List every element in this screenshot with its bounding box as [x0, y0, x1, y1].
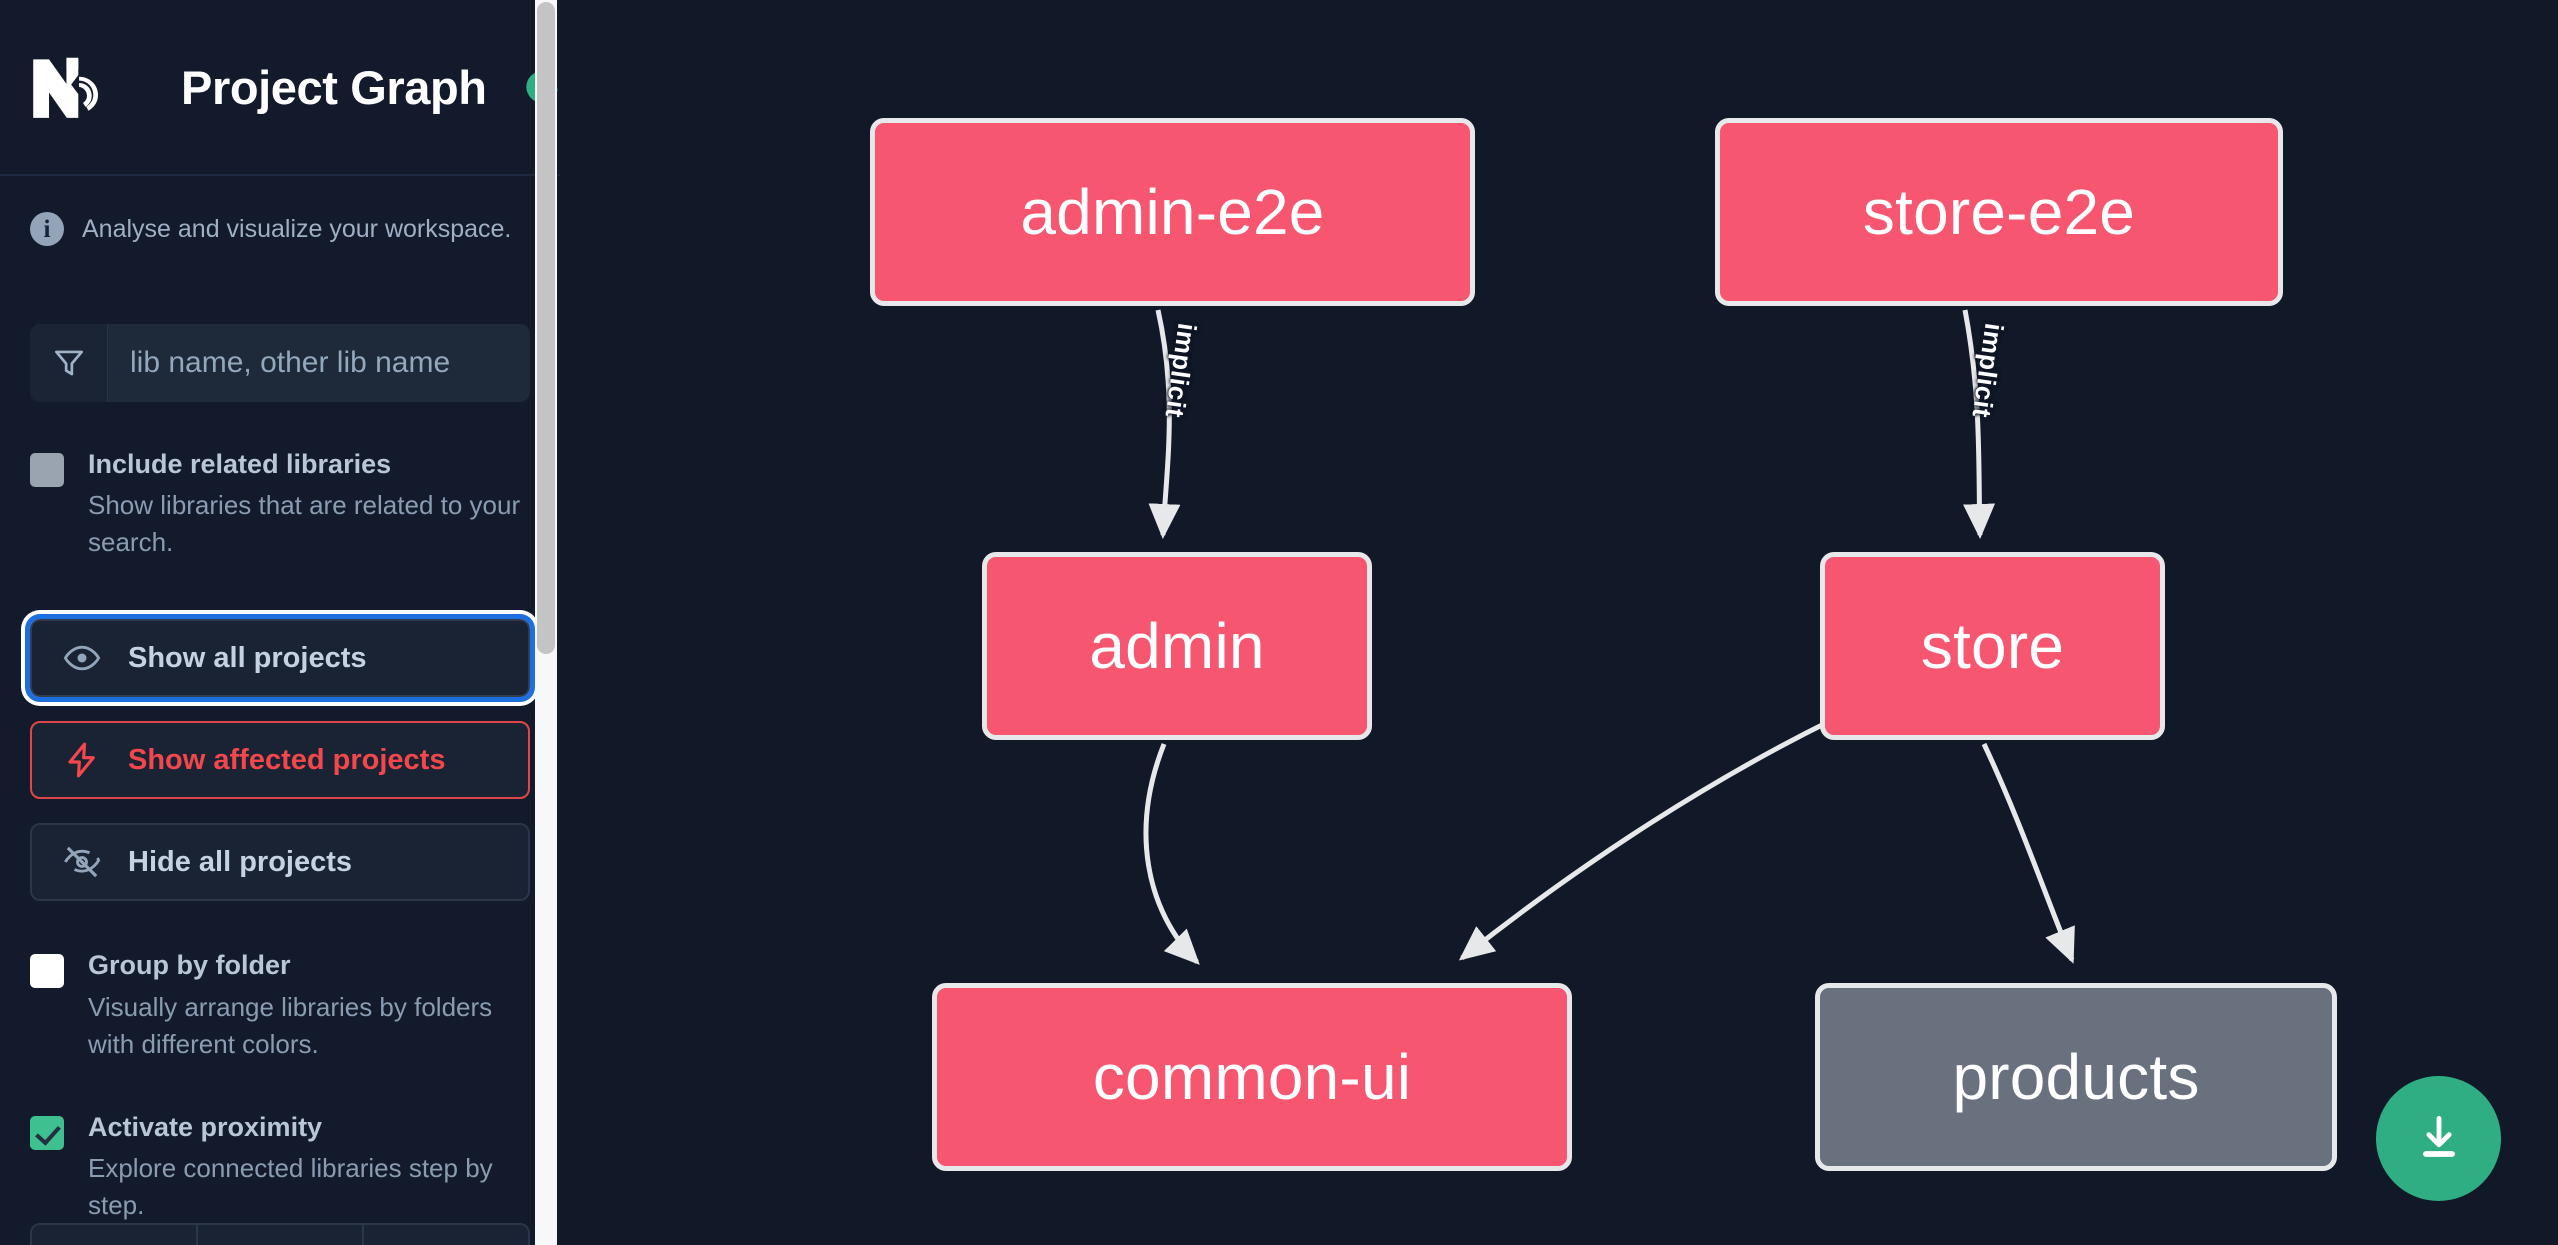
nx-logo — [33, 57, 99, 118]
checkbox-label: Group by folder — [88, 950, 291, 981]
checkbox-description: Show libraries that are related to your … — [88, 490, 521, 558]
checkbox-group-by-folder[interactable]: Group by folder Visually arrange librari… — [30, 947, 530, 1062]
proximity-step-increase[interactable] — [364, 1225, 528, 1245]
download-image-button[interactable] — [2376, 1076, 2501, 1201]
checkbox-activate-proximity[interactable]: Activate proximity Explore connected lib… — [30, 1109, 530, 1224]
node-label: products — [1952, 1041, 2200, 1113]
edge-store-to-products — [1981, 742, 2075, 964]
search-bar — [30, 324, 530, 402]
edge-store-to-common-ui — [1458, 717, 1834, 961]
graph-node-common-ui[interactable]: common-ui — [932, 983, 1572, 1171]
sidebar-scrollbar-thumb[interactable] — [537, 2, 555, 654]
sidebar-scrollbar-track[interactable] — [535, 0, 557, 1245]
page-title: Project Graph — [181, 60, 487, 114]
group-by-folder-checkbox[interactable] — [30, 954, 64, 989]
node-label: store — [1920, 610, 2065, 682]
show-all-projects-button[interactable]: Show all projects — [25, 614, 535, 703]
tagline-text: Analyse and visualize your workspace. — [82, 214, 512, 243]
sidebar-body: i Analyse and visualize your workspace. … — [0, 208, 560, 1224]
include-related-libraries-checkbox[interactable] — [30, 453, 64, 487]
graph-edges — [1143, 309, 2075, 965]
checkbox-label: Activate proximity — [88, 1111, 323, 1142]
activate-proximity-checkbox[interactable] — [30, 1115, 64, 1150]
project-visibility-buttons: Show all projects Show affected projects… — [25, 614, 535, 902]
graph-node-admin[interactable]: admin — [982, 552, 1372, 740]
eye-off-icon — [64, 846, 101, 878]
lightning-icon — [68, 742, 95, 778]
download-icon — [2422, 1115, 2455, 1157]
node-label: admin — [1089, 610, 1265, 682]
node-label: admin-e2e — [1020, 176, 1325, 248]
proximity-step-value[interactable] — [198, 1225, 364, 1245]
checkbox-description: Visually arrange libraries by folders wi… — [88, 991, 493, 1059]
graph-node-store[interactable]: store — [1820, 552, 2165, 740]
edge-admin-e2e-to-admin — [1148, 309, 1181, 539]
edge-admin-to-common-ui — [1143, 743, 1200, 965]
eye-icon — [63, 645, 101, 671]
checkbox-include-related-libraries[interactable]: Include related libraries Show libraries… — [30, 446, 530, 561]
workspace-tagline: i Analyse and visualize your workspace. — [30, 208, 530, 250]
sidebar-header: Project Graph — [0, 0, 560, 176]
show-affected-projects-label: Show affected projects — [128, 743, 446, 776]
edge-store-e2e-to-store — [1962, 309, 1996, 539]
graph-node-products[interactable]: products — [1815, 983, 2337, 1171]
info-icon: i — [30, 212, 64, 246]
node-label: common-ui — [1092, 1041, 1412, 1113]
checkbox-description: Explore connected libraries step by step… — [88, 1152, 493, 1220]
hide-all-projects-button[interactable]: Hide all projects — [30, 823, 530, 902]
proximity-step-decrease[interactable] — [32, 1225, 198, 1245]
graph-canvas[interactable]: admin-e2e store-e2e admin store common-u… — [560, 0, 2558, 1245]
hide-all-projects-label: Hide all projects — [128, 845, 353, 878]
search-input[interactable] — [108, 324, 530, 402]
filter-funnel-icon[interactable] — [30, 324, 108, 402]
node-label: store-e2e — [1862, 176, 2136, 248]
show-affected-projects-button[interactable]: Show affected projects — [30, 721, 530, 800]
checkbox-label: Include related libraries — [88, 449, 392, 479]
show-all-projects-label: Show all projects — [128, 641, 367, 674]
proximity-step-button-group[interactable] — [30, 1223, 530, 1245]
graph-node-store-e2e[interactable]: store-e2e — [1715, 118, 2283, 306]
sidebar: Project Graph i Analyse and visualize yo… — [0, 0, 560, 1245]
graph-node-admin-e2e[interactable]: admin-e2e — [870, 118, 1475, 306]
